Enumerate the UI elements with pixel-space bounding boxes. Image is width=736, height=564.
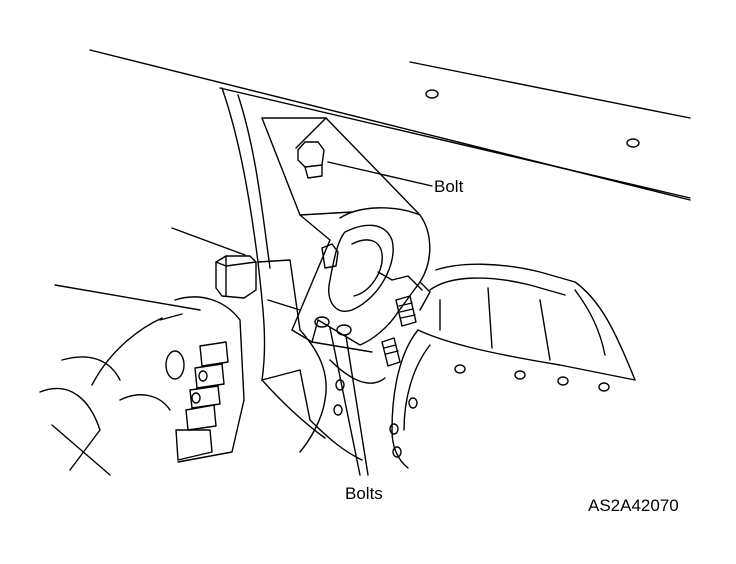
rubber-stop (215, 255, 257, 299)
frame-rails (54, 49, 691, 311)
mount-bracket (261, 117, 421, 353)
upper-bolt (297, 141, 433, 187)
oil-pan (389, 263, 636, 469)
studs (381, 295, 417, 367)
transmission-housing (39, 296, 245, 476)
lower-bolts (314, 316, 369, 476)
rail-holes (425, 89, 640, 148)
side-member (221, 87, 311, 421)
bolt-callout: Bolt (434, 177, 464, 196)
engine-block (261, 329, 386, 461)
bolts-callout: Bolts (345, 484, 383, 503)
bracket-block (321, 243, 339, 269)
reference-code: AS2A42070 (588, 496, 679, 515)
mount-body (317, 207, 431, 346)
